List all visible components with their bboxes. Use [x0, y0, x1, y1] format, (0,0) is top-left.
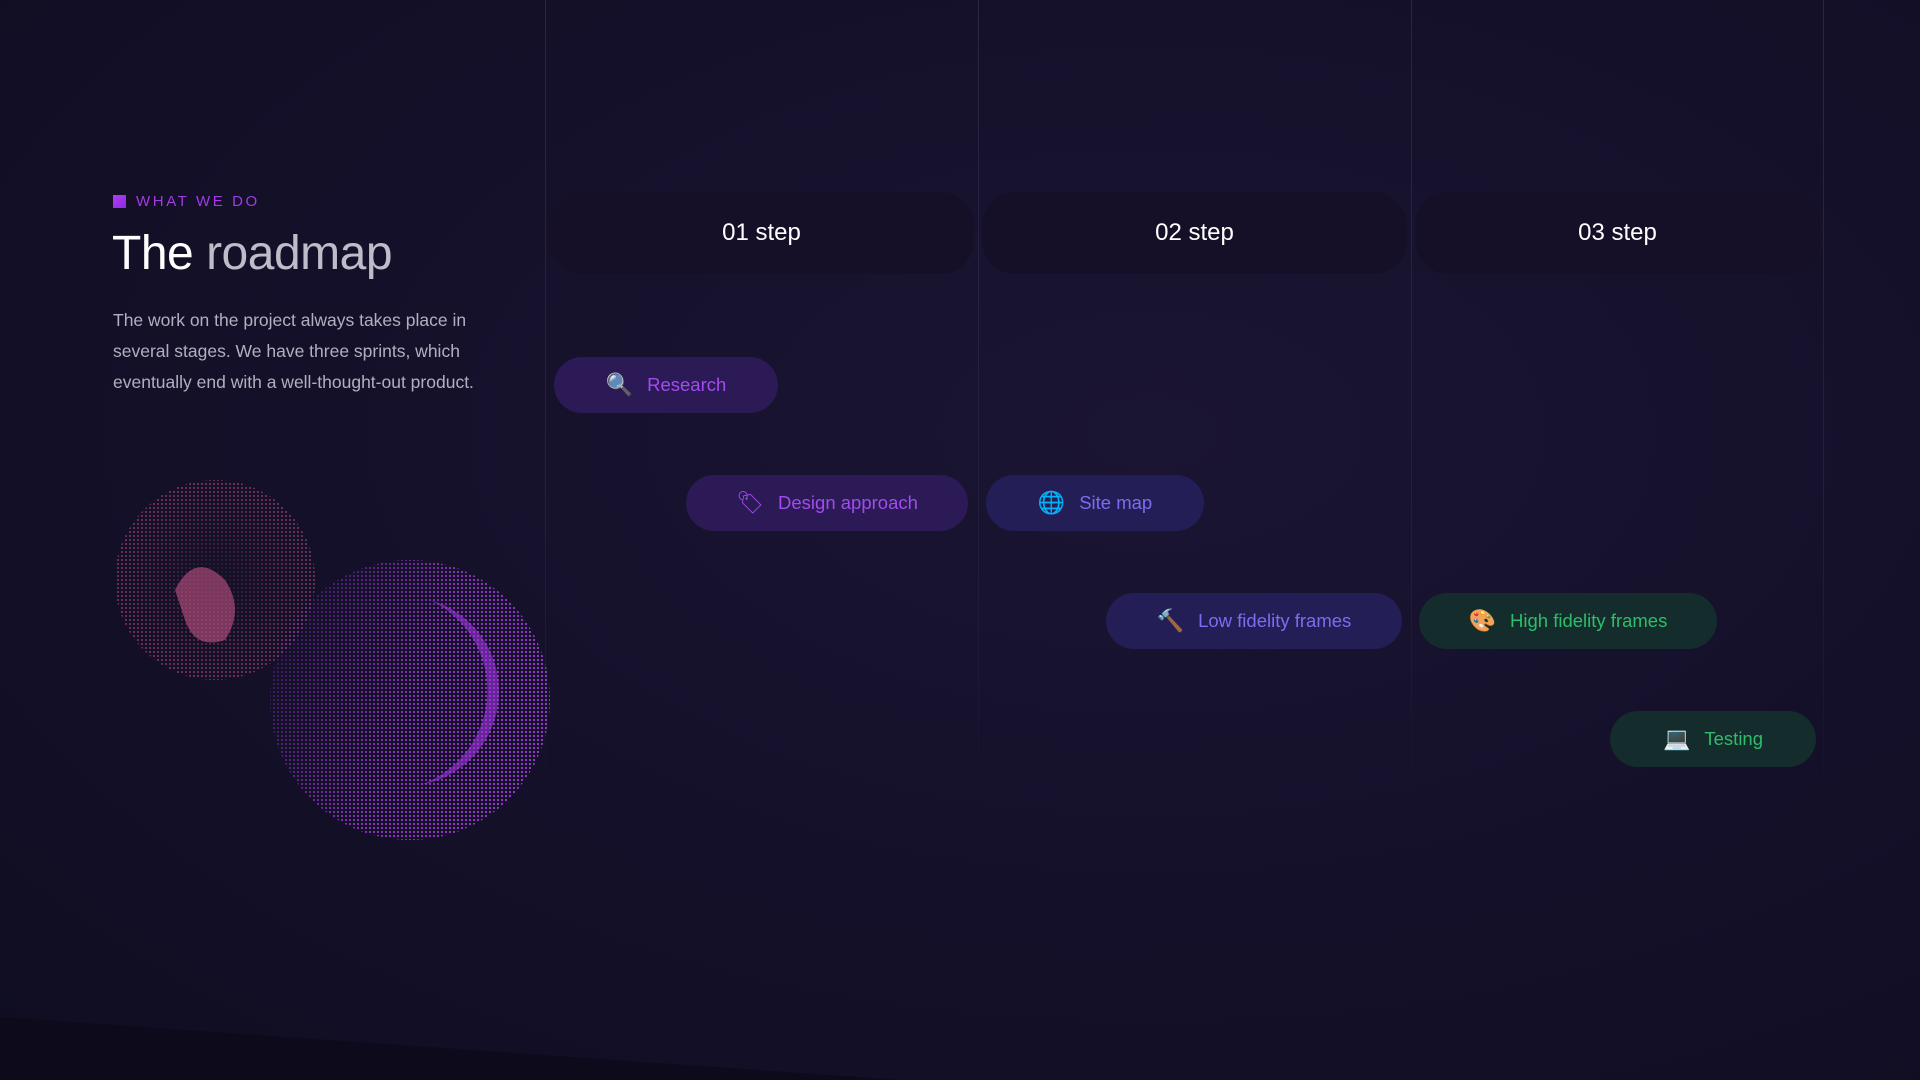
bottom-decoration — [0, 1017, 900, 1080]
step-label: 02 step — [1155, 219, 1234, 246]
task-label: Low fidelity frames — [1198, 610, 1352, 631]
particle-spheres-illustration — [100, 470, 560, 850]
section-eyebrow: WHAT WE DO — [113, 193, 260, 210]
title-word-2: roadmap — [206, 227, 393, 280]
task-research[interactable]: 🔍 Research — [554, 357, 778, 413]
step-label: 03 step — [1578, 219, 1657, 246]
palette-icon: 🎨 — [1468, 608, 1497, 633]
eyebrow-label: WHAT WE DO — [136, 193, 260, 210]
magnifier-icon: 🔍 — [605, 372, 634, 397]
step-header-01: 01 step — [549, 192, 974, 274]
square-bullet-icon — [113, 195, 126, 208]
step-label: 01 step — [722, 219, 801, 246]
page-title: The roadmap — [112, 226, 393, 281]
laptop-icon: 💻 — [1662, 726, 1691, 751]
task-site-map[interactable]: 🌐 Site map — [986, 475, 1204, 531]
column-divider — [1823, 0, 1824, 810]
task-label: Design approach — [778, 492, 918, 513]
task-label: Research — [647, 374, 727, 395]
task-label: Testing — [1704, 728, 1764, 749]
section-description: The work on the project always takes pla… — [113, 310, 474, 392]
column-divider — [1411, 0, 1412, 810]
task-label: High fidelity frames — [1510, 610, 1668, 631]
task-high-fidelity-frames[interactable]: 🎨 High fidelity frames — [1419, 593, 1717, 649]
hammer-icon: 🔨 — [1156, 608, 1185, 633]
task-design-approach[interactable]: 🏷 Design approach — [686, 475, 968, 531]
column-divider — [545, 0, 546, 810]
globe-icon: 🌐 — [1037, 490, 1066, 515]
task-low-fidelity-frames[interactable]: 🔨 Low fidelity frames — [1106, 593, 1402, 649]
tag-icon: 🏷 — [736, 490, 765, 515]
task-testing[interactable]: 💻 Testing — [1610, 711, 1816, 767]
column-divider — [978, 0, 979, 810]
title-word-1: The — [112, 227, 194, 280]
task-label: Site map — [1079, 492, 1153, 513]
step-header-02: 02 step — [982, 192, 1407, 274]
step-header-03: 03 step — [1415, 192, 1820, 274]
